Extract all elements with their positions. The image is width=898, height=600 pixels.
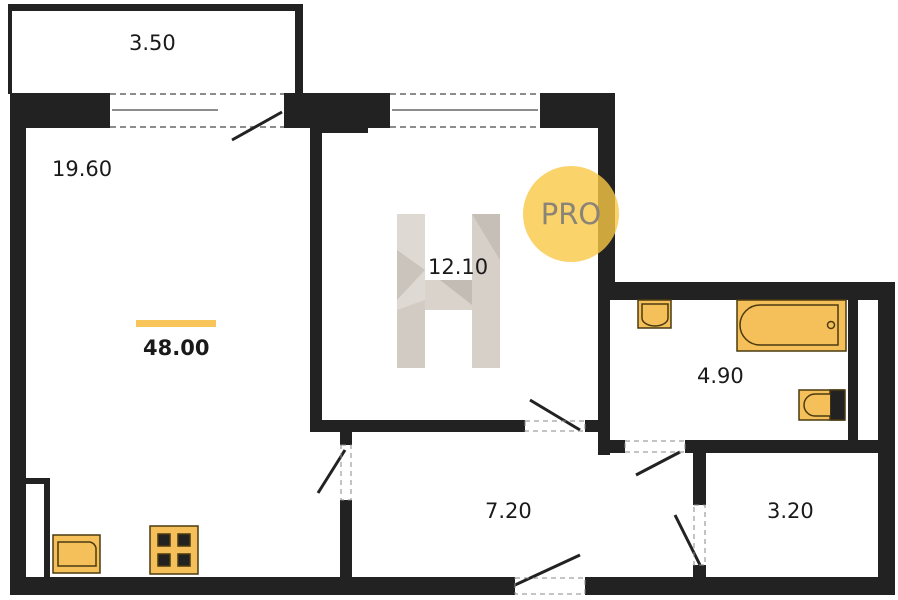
wall [685, 440, 878, 453]
total-area-accent-bar [136, 320, 216, 327]
walls [8, 4, 895, 595]
bathroom-sink [637, 299, 672, 329]
wall [310, 128, 322, 432]
storage-door [673, 514, 702, 566]
stove [149, 525, 199, 575]
wall [44, 478, 50, 578]
wall [340, 432, 352, 445]
pro-watermark: PRO [523, 166, 619, 262]
wall [598, 282, 895, 300]
wall [10, 93, 110, 128]
room-area-balcony: 3.50 [129, 31, 176, 55]
balcony-wall-top [8, 4, 303, 11]
wall [340, 500, 352, 585]
wall [878, 282, 895, 594]
room-area-living-kitchen: 19.60 [52, 157, 113, 181]
bedroom-door [529, 398, 581, 432]
fixtures [52, 299, 847, 575]
toilet [798, 389, 846, 421]
room-area-bedroom: 12.10 [428, 255, 489, 279]
bathroom-door [635, 450, 681, 477]
wall [10, 93, 26, 593]
kitchen-sink [52, 534, 101, 574]
wall [26, 478, 50, 484]
wall [585, 577, 895, 595]
doors [231, 110, 702, 587]
wall [598, 285, 610, 455]
wall [310, 93, 368, 133]
room-area-bathroom: 4.90 [697, 364, 744, 388]
wall [10, 577, 515, 595]
balcony-wall-right [295, 4, 303, 94]
total-area: 48.00 [143, 336, 210, 360]
wall [848, 300, 858, 442]
wall [598, 440, 625, 453]
door-openings [340, 420, 706, 595]
bathtub [736, 299, 847, 352]
room-area-storage: 3.20 [767, 499, 814, 523]
balcony-door [231, 110, 283, 142]
wall [693, 453, 706, 505]
balcony-wall-left [8, 4, 12, 94]
room-area-hallway: 7.20 [485, 499, 532, 523]
entrance-door [514, 553, 581, 587]
wall [310, 420, 525, 432]
logo-watermark [397, 214, 500, 368]
